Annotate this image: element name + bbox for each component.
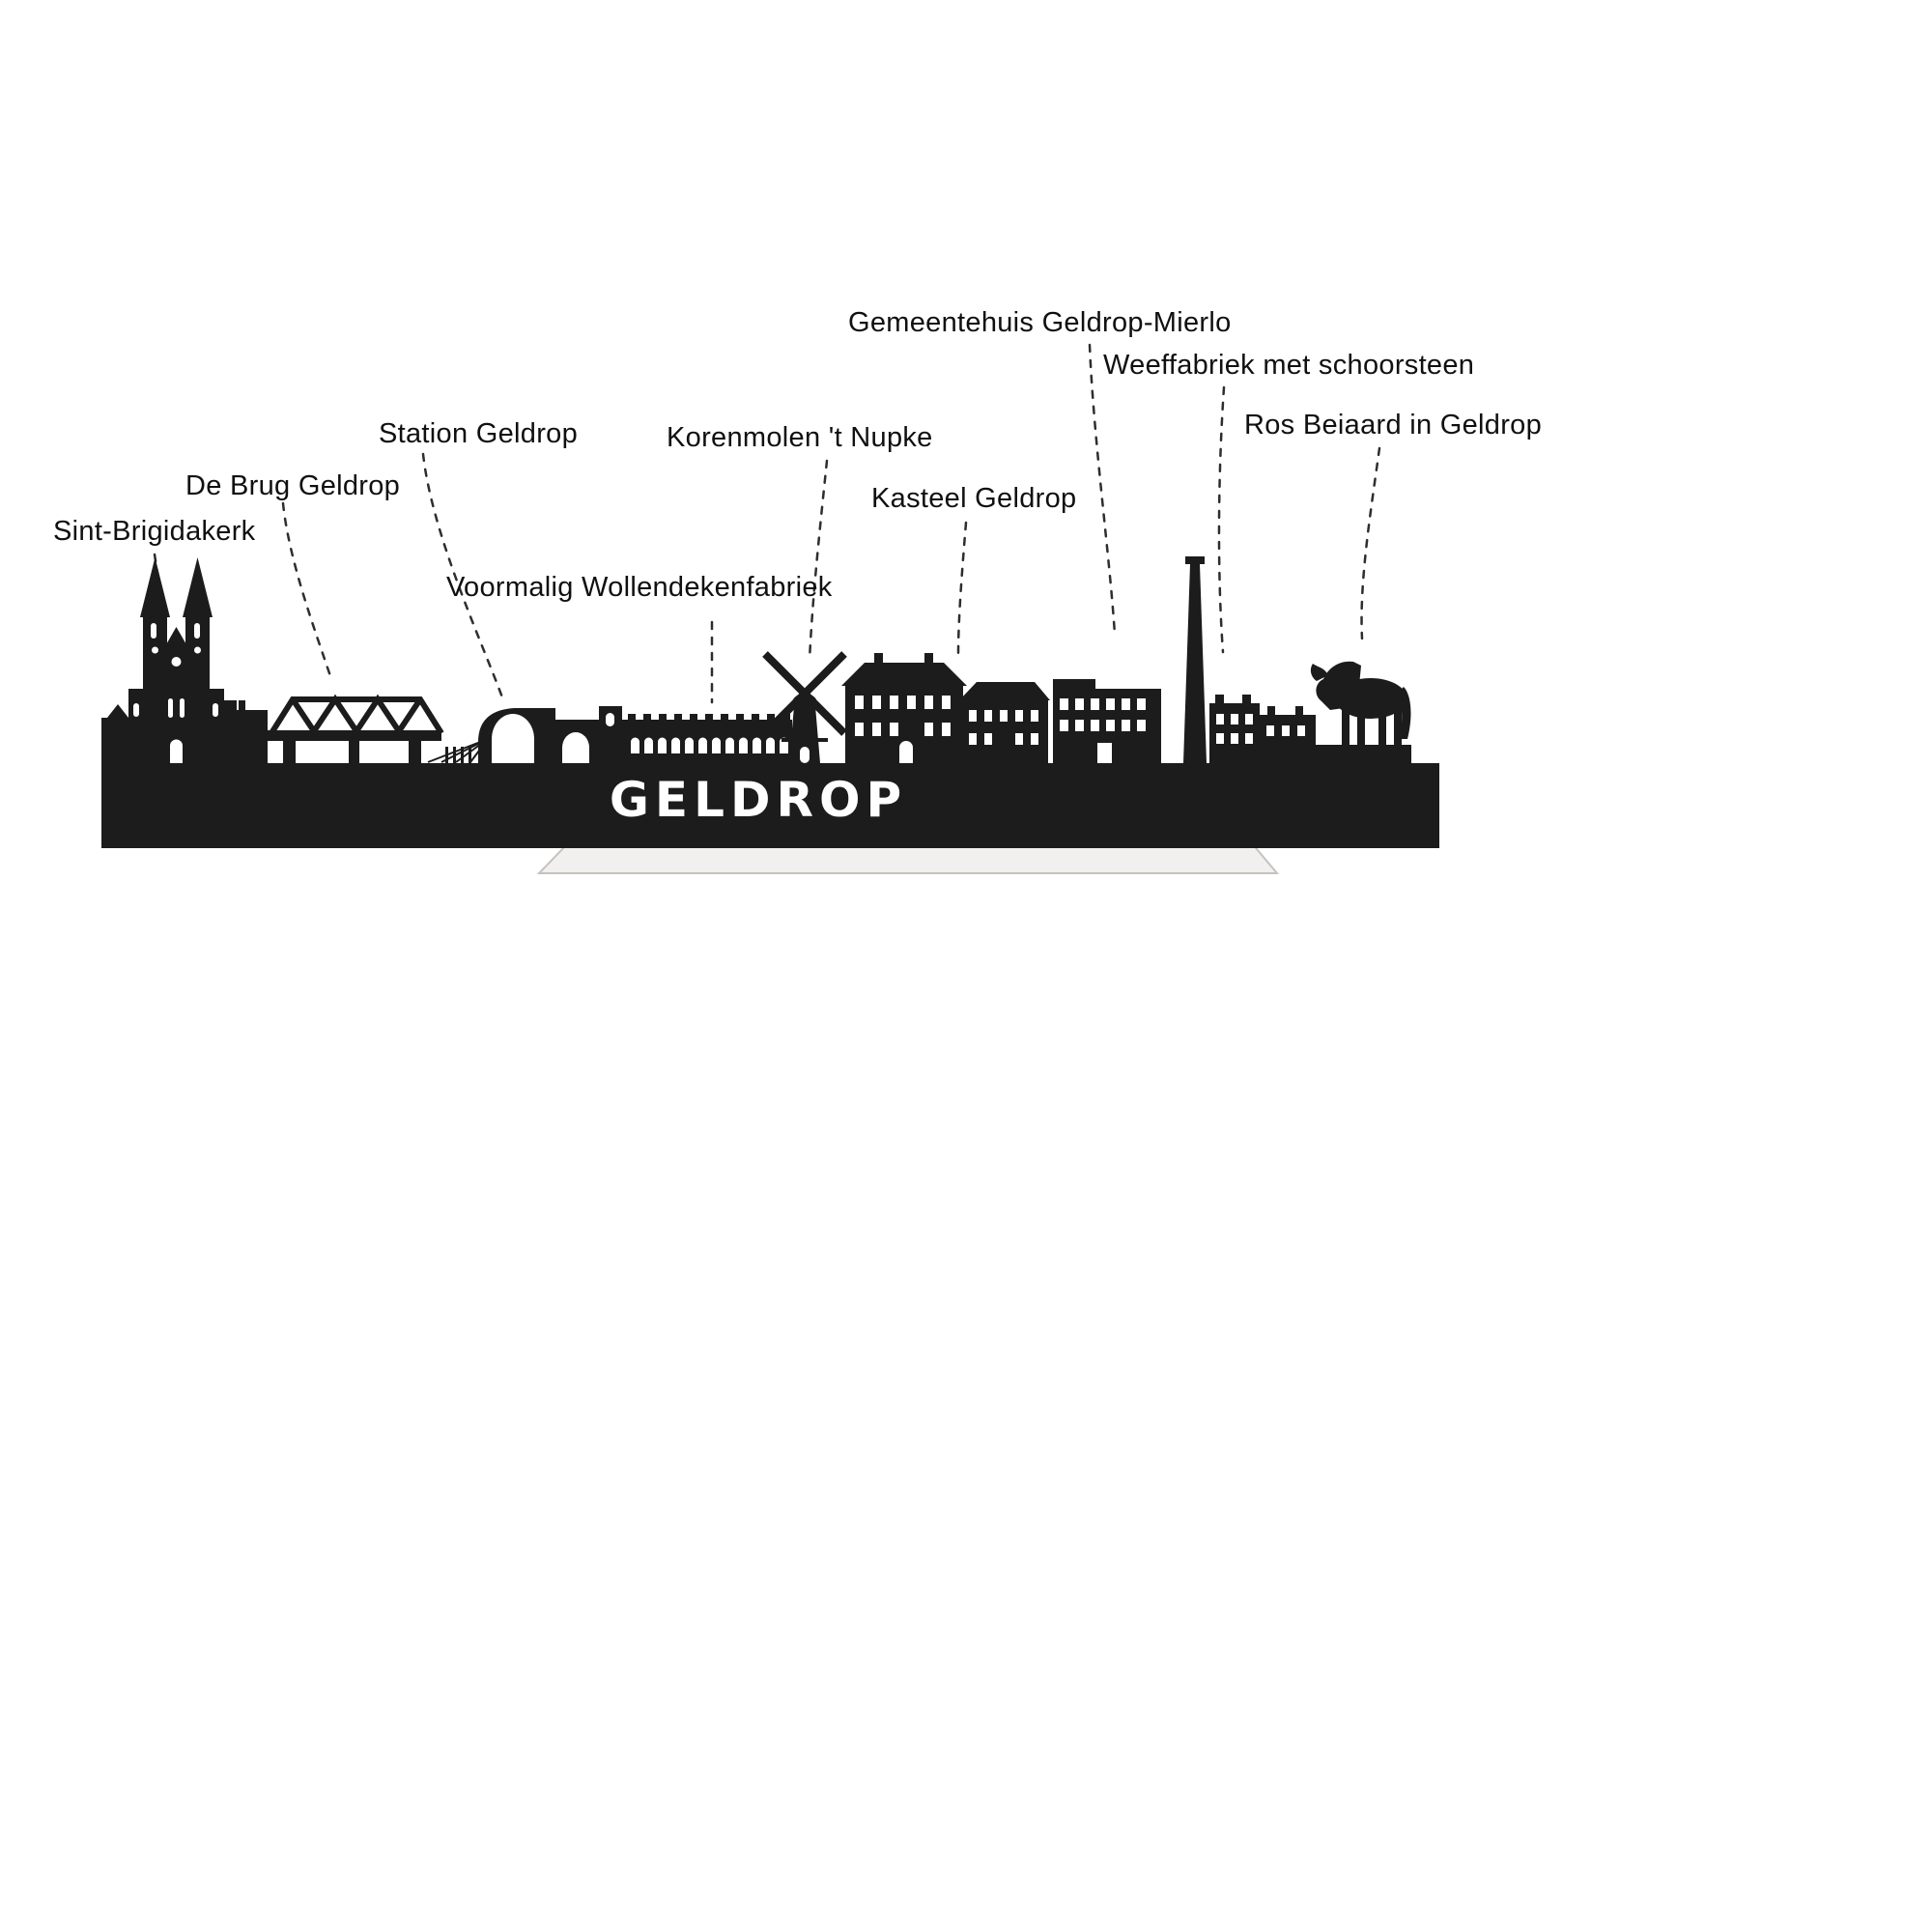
chimney-silhouette <box>1183 556 1207 763</box>
town-hall-windows <box>1060 698 1146 763</box>
leader-line-weeffabriek-met-schoorsteen <box>1217 385 1226 654</box>
factory-silhouette <box>599 706 792 763</box>
church-windows <box>133 623 218 763</box>
bridge-silhouette <box>266 694 471 763</box>
label-ros-beiaard-in-geldrop: Ros Beiaard in Geldrop <box>1244 410 1543 440</box>
station-silhouette <box>427 708 604 763</box>
leader-line-korenmolen-t-nupke <box>808 459 829 663</box>
label-sint-brigidakerk: Sint-Brigidakerk <box>53 516 256 547</box>
windmill-silhouette <box>762 651 847 763</box>
skyline-base <box>101 763 1439 848</box>
label-voormalig-wollendekenfabriek: Voormalig Wollendekenfabriek <box>446 572 833 603</box>
skyline-title: GELDROP <box>610 772 907 828</box>
church-silhouette <box>101 557 268 763</box>
railway-tracks <box>427 738 489 763</box>
factory-windows <box>606 713 788 753</box>
castle-silhouette <box>841 653 1050 763</box>
leader-line-gemeentehuis-geldrop-mierlo <box>1088 343 1117 637</box>
leader-line-ros-beiaard-in-geldrop <box>1360 446 1381 640</box>
leader-line-de-brug-geldrop <box>281 501 333 681</box>
label-gemeentehuis-geldrop-mierlo: Gemeentehuis Geldrop-Mierlo <box>848 307 1232 338</box>
horse-statue-silhouette <box>1310 661 1411 763</box>
label-weeffabriek-met-schoorsteen: Weeffabriek met schoorsteen <box>1103 350 1475 381</box>
town-hall-silhouette <box>1053 679 1161 763</box>
weaving-mill-windows <box>1216 714 1305 744</box>
label-korenmolen-t-nupke: Korenmolen 't Nupke <box>667 422 933 453</box>
skyline-shapes <box>101 556 1439 848</box>
label-de-brug-geldrop: De Brug Geldrop <box>185 470 401 501</box>
weaving-mill-silhouette <box>1209 695 1316 763</box>
label-station-geldrop: Station Geldrop <box>379 418 579 449</box>
station-arches <box>492 714 589 763</box>
castle-windows <box>855 696 1038 763</box>
skyline-silhouette: GELDROP <box>101 556 1439 848</box>
label-kasteel-geldrop: Kasteel Geldrop <box>871 483 1077 514</box>
leader-line-station-geldrop <box>421 452 504 699</box>
leader-line-kasteel-geldrop <box>956 521 968 656</box>
leader-lines-group <box>153 343 1381 704</box>
